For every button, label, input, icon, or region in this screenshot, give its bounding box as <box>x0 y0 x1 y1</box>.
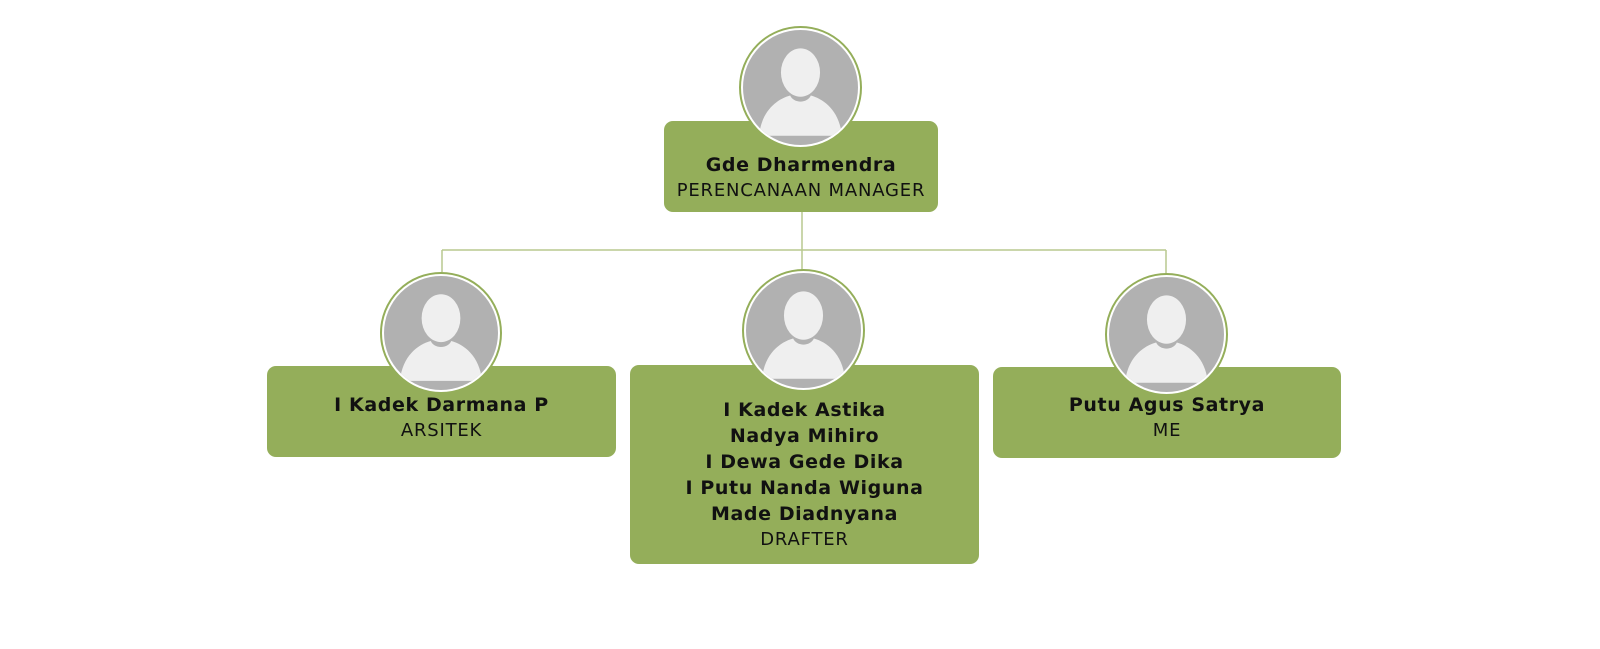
manager-avatar <box>739 26 862 149</box>
child-card-drafter: I Kadek Astika Nadya Mihiro I Dewa Gede … <box>630 365 979 564</box>
child-name: I Putu Nanda Wiguna <box>685 477 924 499</box>
child-role: ARSITEK <box>400 420 483 441</box>
child-name: I Kadek Astika <box>723 399 886 421</box>
manager-role: PERENCANAAN MANAGER <box>676 180 926 201</box>
manager-name: Gde Dharmendra <box>705 154 897 176</box>
child-name: Made Diadnyana <box>710 503 899 525</box>
child-name: Putu Agus Satrya <box>1068 394 1266 416</box>
child-role: ME <box>1152 420 1182 441</box>
child-role: DRAFTER <box>760 529 849 550</box>
person-avatar-icon <box>1125 295 1208 383</box>
child-avatar-arsitek <box>380 272 502 394</box>
child-avatar-drafter <box>742 269 865 392</box>
person-avatar-icon <box>759 48 842 136</box>
person-avatar-icon <box>399 294 483 381</box>
person-avatar-icon <box>762 291 845 379</box>
child-name: I Dewa Gede Dika <box>705 451 904 473</box>
child-avatar-me <box>1105 273 1228 396</box>
child-name: I Kadek Darmana P <box>334 394 549 416</box>
child-name: Nadya Mihiro <box>729 425 880 447</box>
